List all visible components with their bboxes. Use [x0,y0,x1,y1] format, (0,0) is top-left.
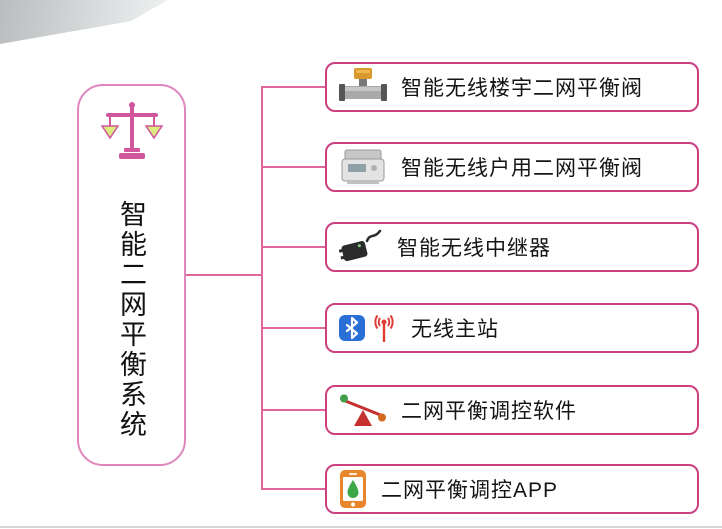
connector-branch-5 [261,409,325,411]
household-meter-valve-icon [339,147,387,187]
balance-seesaw-icon [339,392,387,428]
connector-root [186,274,263,276]
building-balancing-valve-icon [339,67,387,107]
branch-label: 无线主站 [411,318,499,341]
branch-label: 智能无线楼宇二网平衡阀 [401,77,643,100]
branch-label: 二网平衡调控APP [381,479,559,502]
connector-branch-6 [261,488,325,490]
branch-node-household-valve: 智能无线户用二网平衡阀 [325,142,699,192]
connector-branch-1 [261,86,325,88]
connector-trunk [261,86,263,490]
branch-label: 智能无线户用二网平衡阀 [401,157,643,180]
repeater-adapter-icon [339,227,383,267]
bottom-divider [0,526,722,528]
bluetooth-wifi-icon [339,310,397,346]
branch-node-control-software: 二网平衡调控软件 [325,385,699,435]
branch-label: 智能无线中继器 [397,237,551,260]
connector-branch-4 [261,327,325,329]
branch-label: 二网平衡调控软件 [401,400,577,423]
branch-node-building-valve: 智能无线楼宇二网平衡阀 [325,62,699,112]
branch-node-repeater: 智能无线中继器 [325,222,699,272]
smartphone-app-icon [339,469,367,509]
branch-node-control-app: 二网平衡调控APP [325,464,699,514]
corner-artifact [0,0,168,44]
connector-branch-3 [261,246,325,248]
balance-scale-icon [100,100,164,164]
branch-node-wireless-master: 无线主站 [325,303,699,353]
connector-branch-2 [261,166,325,168]
root-label: 智能二网平衡系统 [116,200,146,440]
root-node: 智能二网平衡系统 [77,84,186,466]
